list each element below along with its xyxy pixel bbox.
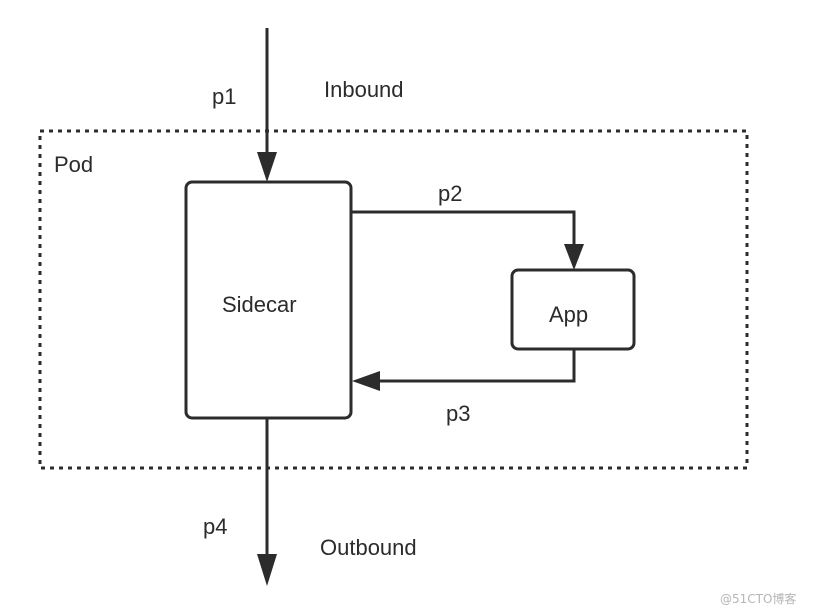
label-p3: p3 [446,401,470,426]
arrow-p2 [351,210,584,270]
label-inbound: Inbound [324,77,404,102]
label-app: App [549,302,588,327]
label-pod: Pod [54,152,93,177]
watermark: @51CTO博客 [720,591,796,606]
label-outbound: Outbound [320,535,417,560]
inbound-arrow-p1 [257,28,277,182]
pod-boundary [38,129,749,470]
label-p4: p4 [203,514,227,539]
outbound-arrow-p4 [257,418,277,586]
label-sidecar: Sidecar [222,292,297,317]
label-p2: p2 [438,181,462,206]
arrow-p3 [352,349,576,391]
label-p1: p1 [212,84,236,109]
